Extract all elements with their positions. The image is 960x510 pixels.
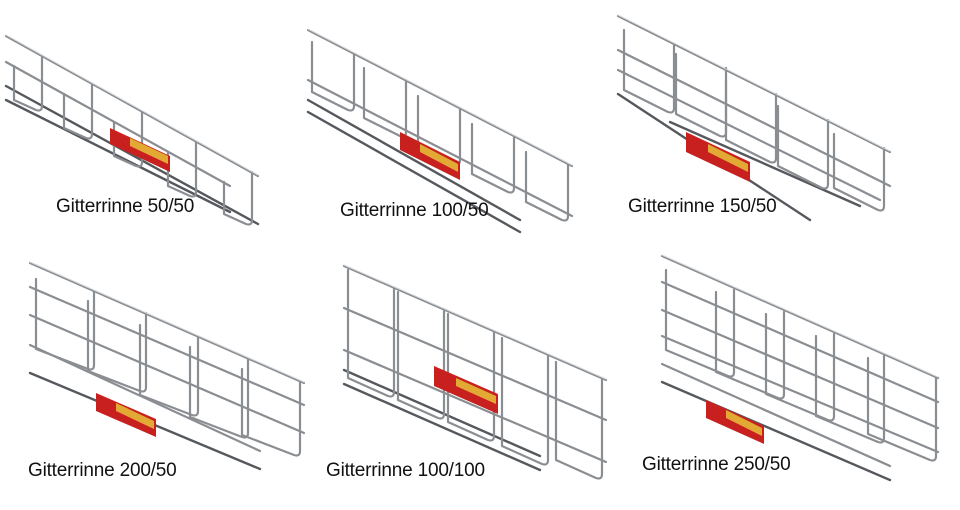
- cable-tray-150-50-image: [616, 14, 892, 222]
- tray-caption: Gitterrinne 100/50: [340, 200, 489, 221]
- tray-caption: Gitterrinne 250/50: [642, 454, 791, 475]
- cable-tray-250-50: Gitterrinne 250/50: [640, 252, 950, 492]
- cable-tray-100-50: Gitterrinne 100/50: [300, 20, 600, 240]
- cable-tray-50-50-image: [4, 34, 260, 226]
- brand-label: [706, 400, 764, 444]
- cable-tray-200-50: Gitterrinne 200/50: [20, 255, 320, 495]
- cable-tray-250-50-image: [660, 254, 940, 482]
- cable-tray-50-50: Gitterrinne 50/50: [0, 0, 320, 240]
- tray-caption: Gitterrinne 50/50: [56, 196, 195, 217]
- brand-label: [110, 128, 170, 172]
- tray-caption: Gitterrinne 100/100: [326, 460, 485, 481]
- brand-label: [96, 393, 156, 437]
- cable-tray-100-100-image: [342, 264, 608, 480]
- cable-tray-200-50-image: [28, 261, 306, 471]
- cable-tray-150-50: Gitterrinne 150/50: [610, 10, 910, 240]
- brand-label: [686, 132, 750, 182]
- tray-caption: Gitterrinne 150/50: [628, 196, 777, 217]
- cable-tray-100-100: Gitterrinne 100/100: [326, 260, 620, 500]
- brand-label: [400, 132, 460, 180]
- brand-label: [434, 366, 498, 414]
- cable-tray-100-50-image: [306, 28, 574, 234]
- tray-caption: Gitterrinne 200/50: [28, 460, 177, 481]
